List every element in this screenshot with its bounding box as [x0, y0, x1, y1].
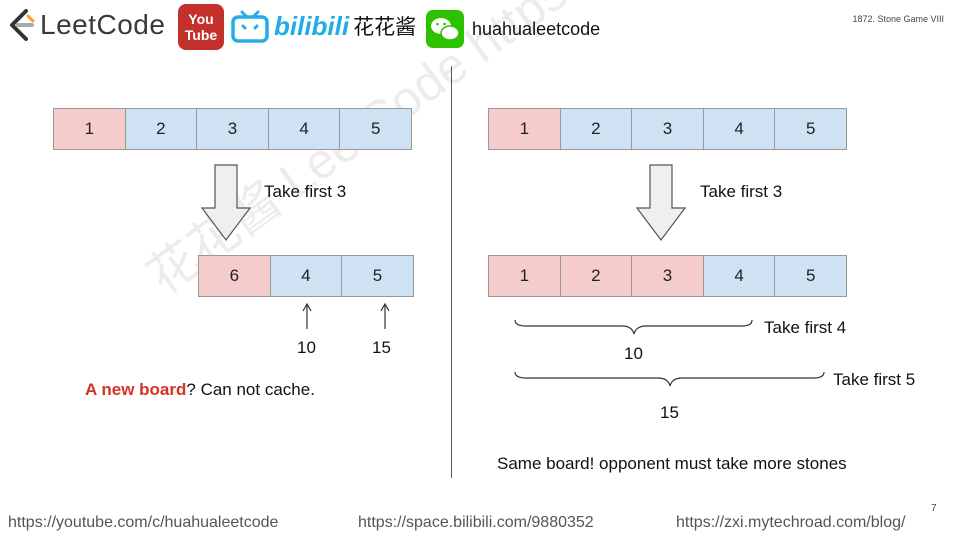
curly-brace-icon — [514, 319, 753, 335]
left-action-label: Take first 3 — [264, 182, 347, 201]
board-cell: 4 — [702, 108, 776, 150]
new-board-highlight: A new board — [85, 380, 187, 399]
bilibili-tv-icon — [231, 10, 269, 43]
leetcode-logo: LeetCode — [6, 8, 165, 42]
brace-label-take-5: Take first 5 — [833, 370, 916, 389]
youtube-url-link[interactable]: https://youtube.com/c/huahualeetcode — [8, 514, 279, 531]
board-cell: 5 — [774, 255, 847, 297]
board-cell: 5 — [339, 108, 412, 150]
sum-label: 10 — [624, 344, 643, 363]
left-initial-board: 1 2 3 4 5 — [53, 108, 412, 150]
left-note-rest: ? Can not cache. — [186, 380, 315, 399]
board-cell: 2 — [124, 108, 198, 150]
board-cell: 6 — [198, 255, 271, 297]
board-cell: 1 — [53, 108, 126, 150]
down-arrow-icon — [200, 164, 252, 241]
channel-name: 花花酱 — [353, 15, 417, 39]
right-action-label: Take first 3 — [700, 182, 783, 201]
right-note: Same board! opponent must take more ston… — [497, 454, 847, 473]
right-initial-board: 1 2 3 4 5 — [488, 108, 847, 150]
board-cell: 2 — [559, 255, 633, 297]
board-cell: 5 — [774, 108, 847, 150]
up-arrow-icon — [302, 302, 312, 329]
wechat-icon — [426, 10, 464, 48]
board-cell: 5 — [341, 255, 414, 297]
youtube-logo: You Tube — [178, 4, 224, 50]
bilibili-logo-text: bilibili — [274, 10, 350, 41]
page-number: 7 — [931, 503, 937, 514]
board-cell: 3 — [631, 255, 704, 297]
blog-url-link[interactable]: https://zxi.mytechroad.com/blog/ — [676, 514, 906, 531]
sum-label: 10 — [297, 338, 316, 357]
leetcode-logo-text: LeetCode — [40, 9, 166, 40]
youtube-logo-line2: Tube — [184, 27, 218, 43]
sum-label: 15 — [372, 338, 391, 357]
up-arrow-icon — [380, 302, 390, 329]
leetcode-icon — [10, 9, 35, 41]
bilibili-logo: bilibili 花花酱 — [230, 8, 416, 44]
down-arrow-icon — [635, 164, 687, 241]
board-cell: 4 — [702, 255, 776, 297]
bilibili-url-link[interactable]: https://space.bilibili.com/9880352 — [358, 514, 594, 531]
sum-label: 15 — [660, 403, 679, 422]
board-cell: 2 — [559, 108, 633, 150]
wechat-handle: huahualeetcode — [472, 18, 601, 39]
right-same-board: 1 2 3 4 5 — [488, 255, 847, 297]
left-note: A new board? Can not cache. — [85, 380, 315, 400]
board-cell: 1 — [488, 255, 561, 297]
panel-divider — [451, 66, 452, 478]
curly-brace-icon — [514, 371, 825, 387]
youtube-logo-line1: You — [188, 11, 214, 27]
board-cell: 3 — [196, 108, 269, 150]
brace-label-take-4: Take first 4 — [764, 318, 847, 337]
left-new-board: 6 4 5 — [198, 255, 414, 297]
wechat-contact: huahualeetcode — [426, 10, 600, 48]
board-cell: 4 — [269, 255, 343, 297]
slide-header: LeetCode You Tube bilibili 花花酱 huahualee… — [0, 0, 960, 56]
board-cell: 4 — [267, 108, 341, 150]
slide-title: 1872. Stone Game VIII — [852, 14, 944, 24]
board-cell: 3 — [631, 108, 704, 150]
board-cell: 1 — [488, 108, 561, 150]
